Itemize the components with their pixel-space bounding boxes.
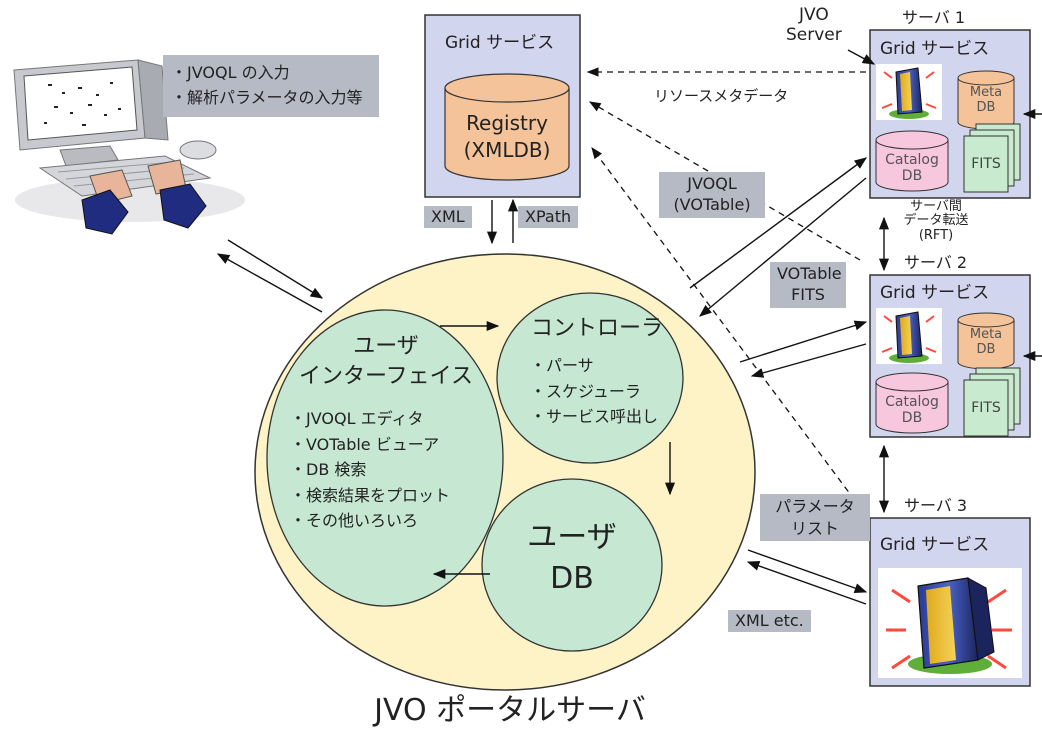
ui-item-5: ・その他いろいろ	[290, 511, 419, 531]
fits-files-icon-2	[963, 367, 1021, 437]
catalog-db-2-l2: DB	[901, 410, 923, 427]
server-1-label: サーバ 1	[902, 8, 966, 27]
server-tower-icon-3	[886, 577, 1012, 674]
votable-fits-label: VOTable FITS	[770, 262, 846, 308]
meta-db-1-l1: Meta	[969, 85, 1003, 100]
jvoql-text: JVOQL	[687, 174, 737, 193]
xpath-label: XPath	[518, 206, 579, 229]
controller-item-1: ・パーサ	[530, 356, 594, 375]
arrow-user-to-portal	[227, 239, 324, 299]
fits-label-2: FITS	[971, 400, 1001, 416]
votable-paren-text: (VOTable)	[673, 194, 751, 214]
user-interface-ellipse	[266, 309, 504, 607]
meta-db-label-2: Meta DB	[958, 327, 1014, 358]
ui-title: ユーザ インターフェイス	[277, 332, 495, 391]
fits-label-1: FITS	[971, 156, 1001, 172]
transfer-line-3: (RFT)	[918, 227, 954, 243]
server-3-label: サーバ 3	[904, 496, 968, 515]
catalog-db-icon-1	[875, 130, 949, 192]
controller-feature-list: ・パーサ ・スケジューラ ・サービス呼出し	[530, 353, 658, 430]
ui-item-2: ・VOTable ビューア	[290, 434, 440, 454]
param-line-2: リスト	[790, 518, 839, 538]
meta-db-2-l2: DB	[976, 341, 996, 357]
controller-ellipse	[496, 292, 684, 464]
server-3-grid-title: Grid サービス	[880, 535, 990, 555]
server-transfer-label: サーバ間 データ転送 (RFT)	[896, 199, 976, 243]
user-db-ellipse	[481, 478, 663, 652]
meta-db-icon-2	[957, 312, 1015, 370]
catalog-db-1-l1: Catalog	[885, 152, 939, 168]
meta-db-1-l2: DB	[976, 99, 996, 115]
resource-metadata-label: リソースメタデータ	[654, 87, 789, 105]
catalog-db-1-l2: DB	[901, 168, 923, 185]
ui-title-line-2: インターフェイス	[298, 363, 474, 389]
server-1-grid-title: Grid サービス	[880, 39, 990, 59]
user-db-line-2: DB	[550, 560, 594, 596]
registry-line-1: Registry	[466, 111, 548, 135]
user-input-note: ・JVOQL の入力 ・解析パラメータの入力等	[163, 55, 379, 117]
arrows	[216, 49, 1042, 605]
fits-text: FITS	[791, 284, 825, 304]
jvoql-votable-label: JVOQL (VOTable)	[659, 172, 765, 218]
server-tower-icon-1	[876, 64, 942, 120]
registry-db-label: Registry (XMLDB)	[445, 110, 569, 164]
user-computer-icon	[13, 59, 245, 235]
jvo-server-line-2: Server	[786, 24, 842, 45]
user-note-2: ・解析パラメータの入力等	[171, 87, 363, 107]
transfer-line-2: データ転送	[903, 213, 969, 229]
server-2-label: サーバ 2	[904, 253, 968, 272]
param-line-1: パラメータ	[775, 497, 855, 516]
server-2-grid-title: Grid サービス	[880, 283, 990, 303]
meta-db-2-l1: Meta	[969, 327, 1003, 342]
parameter-list-label: パラメータ リスト	[760, 494, 870, 542]
xml-label: XML	[424, 206, 472, 229]
ui-item-1: ・JVOQL エディタ	[290, 409, 424, 428]
registry-grid-title: Grid サービス	[445, 33, 555, 53]
meta-db-icon-1	[957, 70, 1015, 130]
registry-grid-box	[424, 14, 581, 198]
catalog-db-icon-2	[875, 372, 949, 434]
catalog-db-2-l1: Catalog	[885, 394, 939, 410]
user-db-title: ユーザ DB	[482, 518, 662, 599]
user-note-1: ・JVOQL の入力	[171, 63, 290, 82]
registry-line-2: (XMLDB)	[463, 138, 551, 162]
xml-etc-label: XML etc.	[728, 610, 811, 633]
controller-item-2: ・スケジューラ	[530, 381, 641, 401]
user-db-line-1: ユーザ	[527, 520, 617, 555]
ui-item-3: ・DB 検索	[290, 460, 367, 480]
controller-title: コントローラ	[531, 316, 664, 341]
catalog-db-label-1: Catalog DB	[876, 152, 948, 184]
ui-item-4: ・検索結果をプロット	[290, 485, 451, 505]
catalog-db-label-2: Catalog DB	[876, 394, 948, 426]
ui-title-line-1: ユーザ	[353, 334, 419, 359]
ui-feature-list: ・JVOQL エディタ ・VOTable ビューア ・DB 検索 ・検索結果をプ…	[290, 406, 450, 534]
server-tower-icon-2	[876, 308, 942, 364]
meta-db-label-1: Meta DB	[958, 85, 1014, 116]
arrow-portal-to-user	[216, 253, 323, 313]
transfer-line-1: サーバ間	[910, 199, 962, 214]
votable-text: VOTable	[777, 264, 842, 283]
jvo-server-label: JVO Server	[786, 5, 842, 45]
portal-server-caption: JVO ポータルサーバ	[374, 693, 646, 728]
controller-item-3: ・サービス呼出し	[530, 407, 659, 427]
fits-files-icon-1	[963, 123, 1021, 193]
jvo-server-line-1: JVO	[799, 5, 829, 25]
